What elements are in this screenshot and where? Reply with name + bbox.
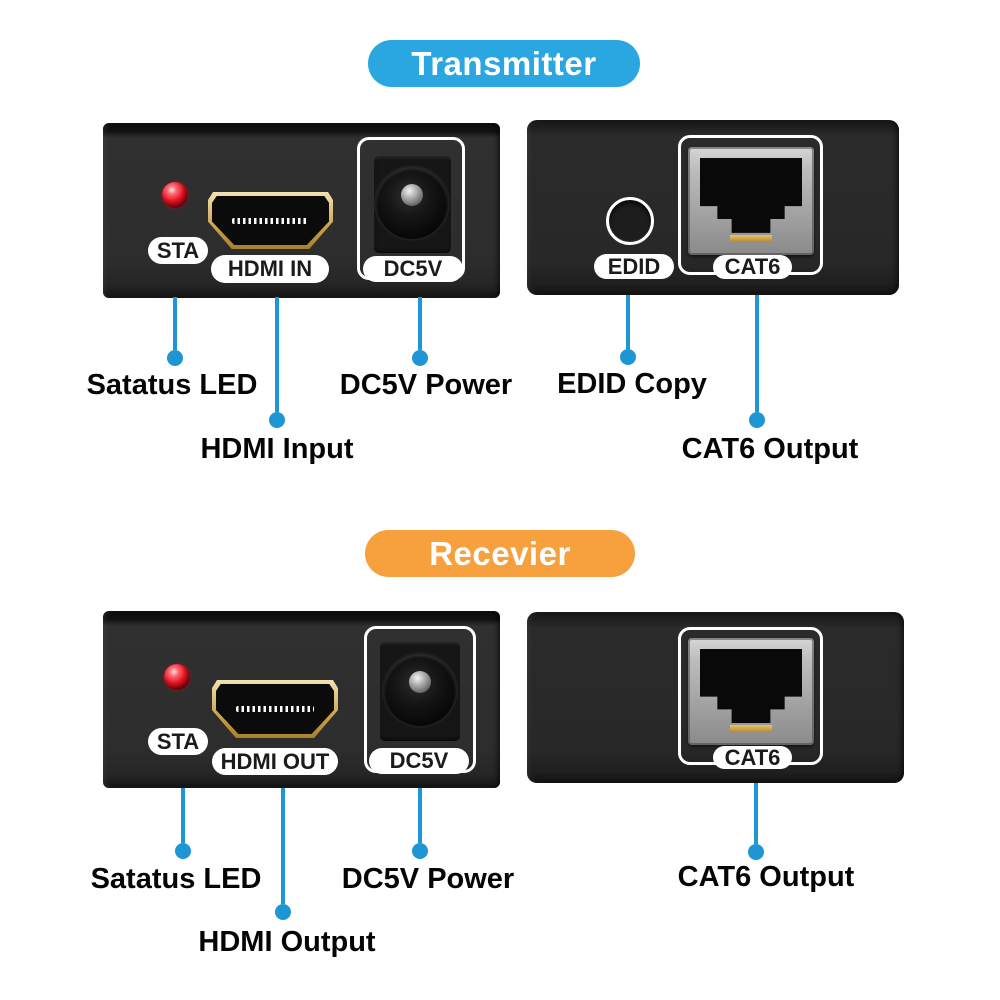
- dc-jack-icon: [374, 156, 451, 253]
- callout-label-dc5v-power: DC5V Power: [339, 369, 513, 401]
- callout-label-cat6-output: CAT6 Output: [681, 433, 859, 465]
- hdmi-port-icon: [208, 192, 333, 249]
- callout-line: [754, 783, 758, 844]
- rj45-port-icon: [688, 147, 814, 255]
- edid-tag: EDID: [594, 254, 674, 279]
- callout-dot: [275, 904, 291, 920]
- rj45-port-icon: [688, 638, 814, 745]
- edid-button: [606, 197, 654, 245]
- status-led-icon: [162, 182, 188, 208]
- hdmi-port-opening: [216, 684, 334, 734]
- transmitter-banner: Transmitter: [368, 40, 640, 87]
- dc5v-tag: DC5V: [369, 748, 469, 774]
- callout-label-status-led: Satatus LED: [86, 369, 258, 401]
- callout-label-hdmi-input: HDMI Input: [200, 433, 354, 465]
- callout-dot: [269, 412, 285, 428]
- dc-barrel-icon: [376, 167, 448, 239]
- cat6-tag: CAT6: [713, 254, 792, 279]
- sta-tag: STA: [148, 237, 208, 264]
- callout-line: [281, 788, 285, 904]
- dc-pin-icon: [401, 184, 423, 206]
- hdmi-pins-icon: [231, 217, 310, 224]
- callout-line: [626, 295, 630, 349]
- callout-label-cat6-output: CAT6 Output: [677, 861, 855, 893]
- rj45-socket-icon: [700, 158, 802, 233]
- rj45-contacts-icon: [729, 725, 773, 732]
- callout-label-status-led: Satatus LED: [90, 863, 262, 895]
- callout-dot: [167, 350, 183, 366]
- dc-jack-icon: [380, 642, 460, 741]
- hdmi-pins-icon: [236, 706, 314, 712]
- transmitter-front-panel: STA HDMI IN DC5V: [103, 123, 500, 298]
- callout-dot: [748, 844, 764, 860]
- status-led-icon: [164, 664, 190, 690]
- hdmi-port-icon: [212, 680, 338, 738]
- callout-label-hdmi-output: HDMI Output: [198, 926, 376, 958]
- callout-dot: [749, 412, 765, 428]
- receiver-banner: Recevier: [365, 530, 635, 577]
- receiver-front-panel: STA HDMI OUT DC5V: [103, 611, 500, 788]
- callout-dot: [175, 843, 191, 859]
- callout-line: [181, 788, 185, 843]
- callout-line: [275, 297, 279, 412]
- cat6-tag: CAT6: [713, 745, 792, 770]
- callout-dot: [412, 843, 428, 859]
- callout-label-edid-copy: EDID Copy: [557, 368, 707, 400]
- callout-line: [418, 788, 422, 843]
- dc5v-tag: DC5V: [363, 256, 463, 282]
- dc-barrel-icon: [384, 654, 456, 726]
- callout-label-dc5v-power: DC5V Power: [341, 863, 515, 895]
- hdmi-port-opening: [212, 196, 329, 245]
- sta-tag: STA: [148, 728, 208, 755]
- receiver-back-panel: CAT6: [527, 612, 904, 783]
- transmitter-back-panel: EDID CAT6: [527, 120, 899, 295]
- hdmi-in-tag: HDMI IN: [211, 255, 329, 283]
- rj45-contacts-icon: [729, 235, 773, 242]
- hdmi-out-tag: HDMI OUT: [212, 748, 338, 775]
- callout-line: [755, 295, 759, 412]
- callout-dot: [620, 349, 636, 365]
- callout-line: [173, 297, 177, 350]
- rj45-socket-icon: [700, 649, 802, 723]
- dc-pin-icon: [409, 671, 431, 693]
- callout-line: [418, 297, 422, 350]
- callout-dot: [412, 350, 428, 366]
